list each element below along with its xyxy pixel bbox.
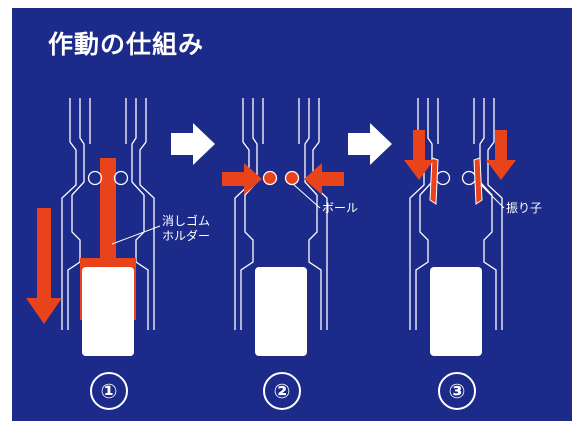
step-number-2: ② bbox=[263, 372, 301, 410]
ball-leader bbox=[292, 183, 321, 209]
eraser-holder-leader bbox=[111, 225, 161, 245]
pendulum-left bbox=[429, 157, 439, 205]
label-pendulum: 振り子 bbox=[506, 201, 543, 215]
right-arrow-icon bbox=[348, 123, 392, 165]
ball-right bbox=[284, 170, 300, 186]
pen-diagram-2 bbox=[234, 97, 328, 357]
page-title: 作動の仕組み bbox=[48, 30, 205, 59]
right-arrow-icon bbox=[171, 123, 215, 165]
inward-arrow-icon bbox=[222, 163, 262, 195]
label-ball: ボール bbox=[322, 201, 359, 215]
step-number-1: ① bbox=[90, 372, 128, 410]
down-arrow-icon bbox=[26, 208, 62, 324]
pendulum-right bbox=[473, 157, 483, 205]
label-holder: ホルダー bbox=[162, 229, 211, 243]
pendulum-leader bbox=[480, 184, 505, 209]
inward-arrow-icon bbox=[304, 163, 344, 195]
label-eraser: 消しゴム bbox=[162, 214, 211, 228]
pen-diagram-1 bbox=[61, 97, 155, 357]
down-arrow-icon bbox=[486, 130, 516, 180]
ball-left bbox=[262, 170, 278, 186]
down-arrow-icon bbox=[404, 130, 434, 180]
step-number-3: ③ bbox=[438, 372, 476, 410]
